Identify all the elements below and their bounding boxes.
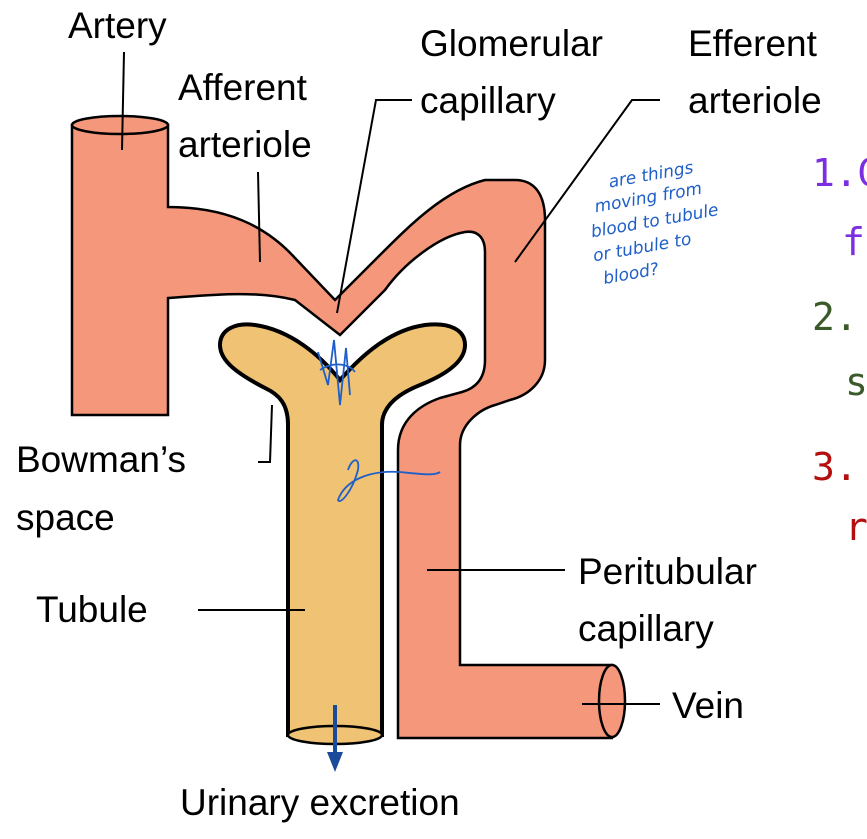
label-efferent-2: arteriole (688, 80, 822, 121)
svg-text:s: s (845, 360, 867, 404)
label-glomerular-2: capillary (420, 80, 556, 121)
glomerular-leader (336, 99, 412, 314)
label-bowmans-1: Bowman’s (16, 439, 186, 480)
label-glomerular-1: Glomerular (420, 23, 603, 64)
scribble-tubule (337, 459, 441, 502)
label-afferent-1: Afferent (178, 67, 308, 108)
side-list-item-2: 2. s (812, 295, 867, 404)
scribble-glomerulus (317, 339, 356, 406)
label-vein: Vein (672, 685, 744, 726)
side-list-item-1: 1.G f (812, 151, 867, 264)
note-line: blood? (602, 259, 661, 288)
efferent-leader (514, 99, 660, 263)
bowmans-leader (258, 404, 273, 463)
label-artery: Artery (68, 5, 167, 46)
svg-text:f: f (842, 220, 865, 264)
svg-text:3.: 3. (812, 445, 858, 489)
label-efferent-1: Efferent (688, 23, 818, 64)
handwritten-note: are things moving from blood to tubule o… (589, 158, 720, 289)
svg-text:2.: 2. (812, 295, 858, 339)
artery-leader (121, 51, 125, 151)
label-afferent-2: arteriole (178, 124, 312, 165)
label-tubule: Tubule (36, 589, 148, 630)
tubule (217, 322, 468, 737)
artery-opening (70, 114, 170, 136)
label-urinary-excretion: Urinary excretion (180, 782, 460, 823)
excretion-arrowhead (327, 752, 343, 772)
label-peritubular-1: Peritubular (578, 551, 757, 592)
afferent-leader (257, 171, 261, 263)
svg-text:r: r (845, 505, 867, 549)
vein-opening (597, 663, 627, 739)
side-list-item-3: 3. r (812, 445, 867, 549)
svg-text:1.G: 1.G (812, 151, 867, 195)
label-peritubular-2: capillary (578, 608, 714, 649)
label-bowmans-2: space (16, 497, 115, 538)
